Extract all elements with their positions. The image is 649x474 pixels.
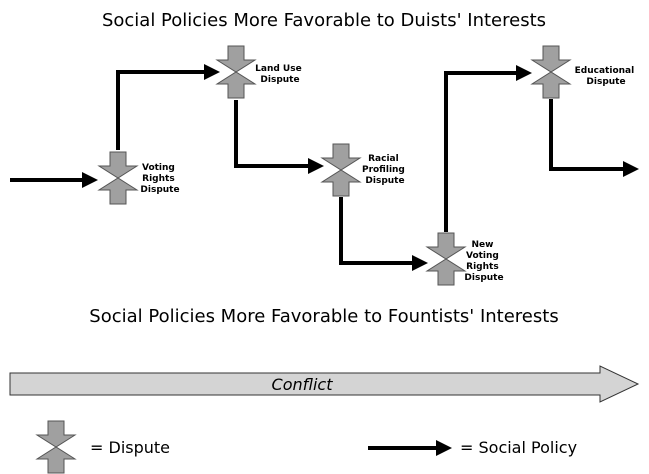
svg-text:Racial Profiling D: Racial Profiling Dispute (362, 154, 408, 186)
dispute-label: Racial (368, 154, 399, 164)
dispute-label: Dispute (260, 75, 299, 85)
dispute-label: New (471, 240, 493, 250)
dispute-label: Rights (466, 262, 499, 272)
legend-dispute-label: = Dispute (90, 438, 170, 457)
svg-text:Voting Rights Disp: Voting Rights Dispute (140, 163, 179, 195)
svg-text:Land Use Dispute: Land Use Dispute (255, 64, 305, 85)
top-title: Social Policies More Favorable to Duists… (102, 10, 546, 31)
dispute-label: Educational (575, 66, 635, 76)
bottom-title: Social Policies More Favorable to Founti… (89, 306, 558, 327)
dispute-label: Profiling (362, 165, 405, 175)
legend-dispute-icon (36, 420, 76, 474)
dispute-label: Land Use (255, 64, 302, 74)
dispute-label: Dispute (586, 77, 625, 87)
conflict-arrow (9, 365, 640, 403)
policy-arrow (116, 64, 220, 150)
dispute-icon (321, 143, 361, 197)
policy-arrow (444, 65, 532, 232)
policy-arrow (234, 100, 324, 174)
svg-text:Educational Dispute: Educational Dispute (575, 66, 638, 87)
dispute-icon (216, 45, 256, 99)
policy-arrow (549, 99, 639, 177)
legend-policy-label: = Social Policy (460, 438, 577, 457)
dispute-racial-profiling: Racial Profiling Dispute (321, 143, 408, 197)
dispute-land-use: Land Use Dispute (216, 45, 305, 99)
dispute-label: Dispute (365, 176, 404, 186)
dispute-label: Voting (466, 251, 499, 261)
dispute-label: Rights (142, 174, 175, 184)
dispute-icon (98, 151, 138, 205)
dispute-voting-rights: Voting Rights Dispute (98, 151, 180, 205)
conflict-label: Conflict (272, 375, 334, 394)
dispute-icon (426, 232, 466, 286)
policy-arrow (339, 197, 428, 271)
dispute-icon (531, 45, 571, 99)
dispute-label: Dispute (464, 273, 503, 283)
svg-text:New Voting Rights: New Voting Rights Dispute (464, 240, 503, 283)
dispute-educational: Educational Dispute (531, 45, 638, 99)
dispute-label: Dispute (140, 185, 179, 195)
dispute-new-voting-rights: New Voting Rights Dispute (426, 232, 504, 286)
dispute-label: Voting (142, 163, 175, 173)
